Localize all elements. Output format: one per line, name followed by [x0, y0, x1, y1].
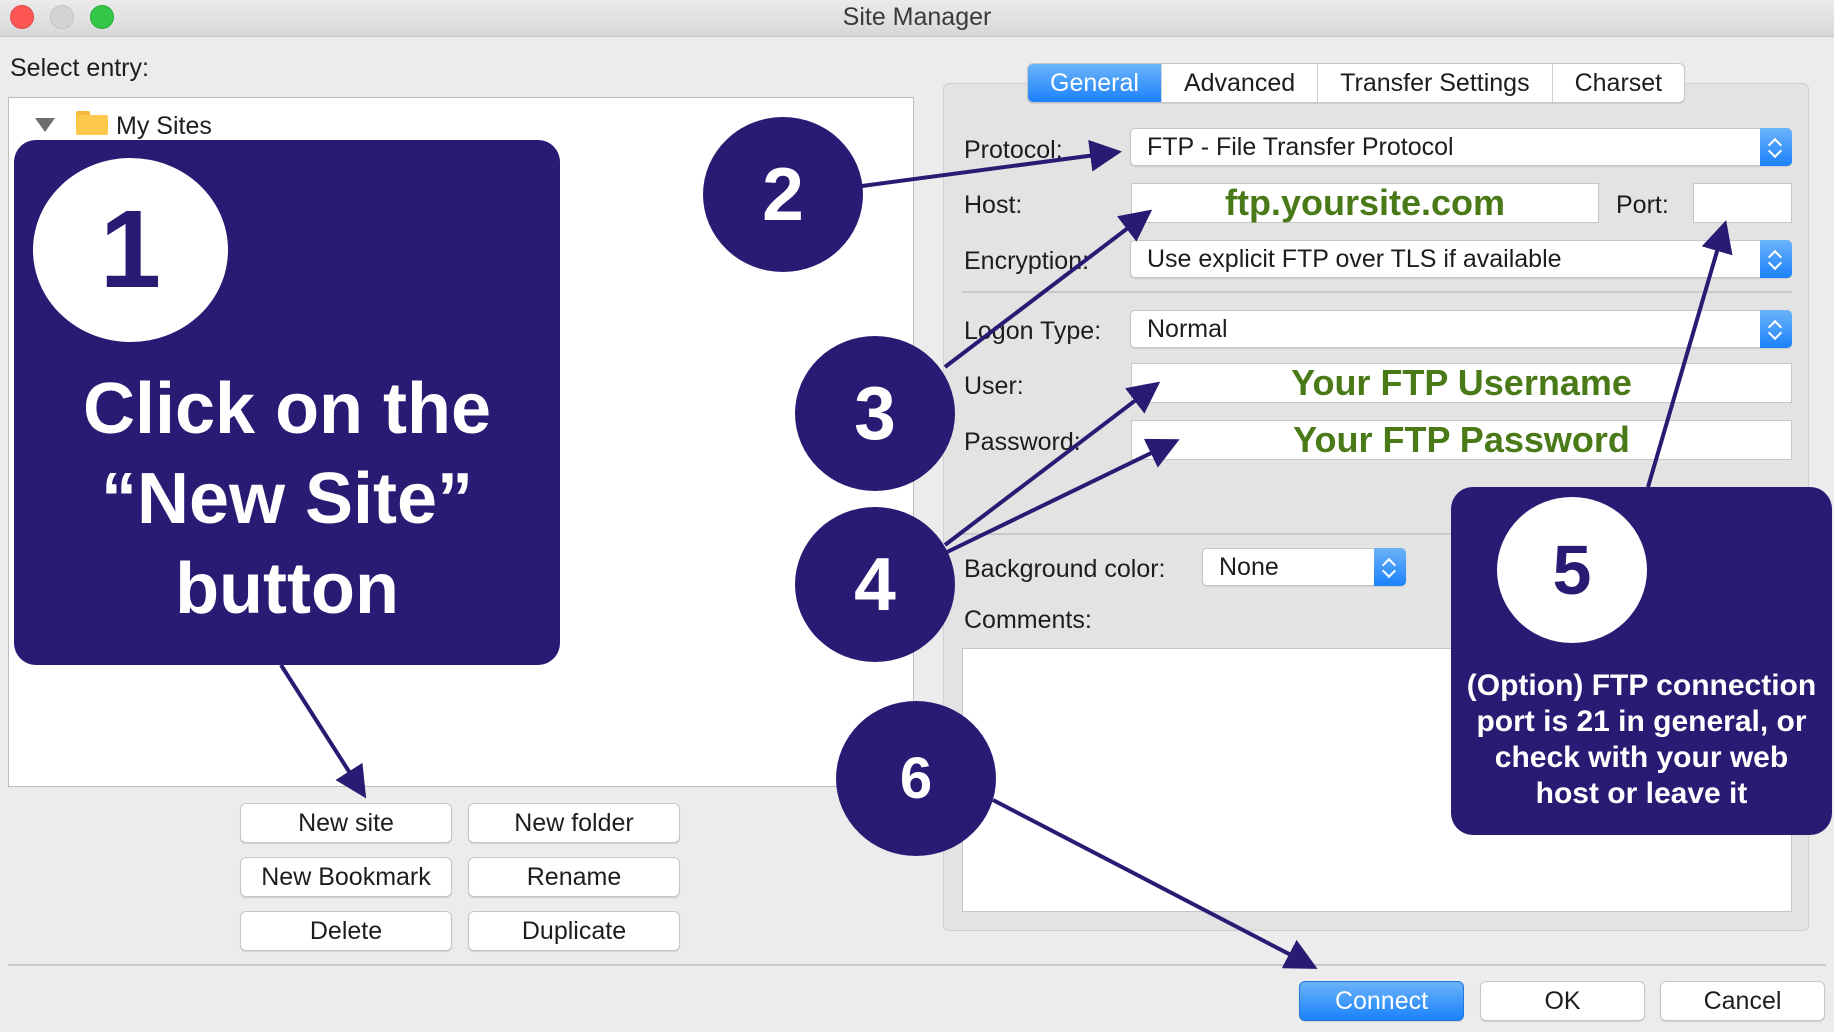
tab-transfer-settings[interactable]: Transfer Settings: [1318, 64, 1553, 102]
protocol-label: Protocol:: [964, 136, 1063, 164]
arrow-to-connect: [992, 798, 1318, 969]
duplicate-button[interactable]: Duplicate: [468, 911, 680, 951]
chevron-updown-icon: [1760, 240, 1792, 278]
logon-type-value: Normal: [1147, 315, 1228, 343]
disclosure-triangle-icon[interactable]: [35, 118, 55, 132]
background-color-select[interactable]: None: [1202, 548, 1406, 586]
logon-type-label: Logon Type:: [964, 317, 1102, 345]
new-bookmark-button[interactable]: New Bookmark: [240, 857, 452, 897]
comments-label: Comments:: [964, 606, 1092, 634]
password-label: Password:: [964, 428, 1081, 456]
logon-type-select[interactable]: Normal: [1130, 310, 1792, 348]
ok-button[interactable]: OK: [1480, 981, 1645, 1021]
maximize-window-button[interactable]: [90, 5, 114, 29]
step1-number: 1: [33, 158, 228, 342]
window-title: Site Manager: [842, 3, 992, 31]
step4-number: 4: [795, 507, 955, 662]
select-entry-label: Select entry:: [10, 54, 149, 82]
folder-icon: [76, 111, 108, 135]
tab-advanced[interactable]: Advanced: [1162, 64, 1319, 102]
user-label: User:: [964, 372, 1024, 400]
arrow-to-port: [1646, 220, 1733, 488]
encryption-select[interactable]: Use explicit FTP over TLS if available: [1130, 240, 1792, 278]
tab-general[interactable]: General: [1028, 64, 1162, 102]
new-site-button[interactable]: New site: [240, 803, 452, 843]
new-folder-button[interactable]: New folder: [468, 803, 680, 843]
host-label: Host:: [964, 191, 1023, 219]
step3-number: 3: [795, 336, 955, 491]
divider: [962, 291, 1792, 293]
settings-tabs: General Advanced Transfer Settings Chars…: [1027, 63, 1686, 103]
step1-text: Click on the “New Site” button: [82, 369, 492, 629]
arrow-to-new-site: [279, 663, 367, 799]
connect-button[interactable]: Connect: [1299, 981, 1464, 1021]
divider: [8, 964, 1826, 966]
tree-item-my-sites[interactable]: My Sites: [116, 112, 212, 140]
encryption-label: Encryption:: [964, 247, 1090, 275]
step5-number: 5: [1497, 497, 1647, 643]
password-input[interactable]: Your FTP Password: [1131, 420, 1792, 460]
port-label: Port:: [1616, 191, 1669, 219]
delete-button[interactable]: Delete: [240, 911, 452, 951]
rename-button[interactable]: Rename: [468, 857, 680, 897]
protocol-value: FTP - File Transfer Protocol: [1147, 133, 1454, 161]
arrow-to-password: [944, 438, 1180, 555]
close-window-button[interactable]: [10, 5, 34, 29]
background-color-label: Background color:: [964, 555, 1166, 583]
chevron-updown-icon: [1760, 128, 1792, 166]
tab-charset[interactable]: Charset: [1574, 69, 1663, 97]
title-bar: Site Manager: [0, 0, 1834, 37]
step2-number: 2: [703, 117, 863, 272]
arrow-to-user: [943, 381, 1161, 547]
host-input[interactable]: ftp.yoursite.com: [1131, 183, 1599, 223]
background-color-value: None: [1219, 553, 1279, 581]
minimize-window-button[interactable]: [50, 5, 74, 29]
chevron-updown-icon: [1760, 310, 1792, 348]
arrow-to-protocol: [861, 139, 1122, 188]
protocol-select[interactable]: FTP - File Transfer Protocol: [1130, 128, 1792, 166]
step5-text: (Option) FTP connection port is 21 in ge…: [1466, 669, 1817, 810]
arrow-to-host: [943, 209, 1153, 369]
chevron-updown-icon: [1374, 548, 1406, 586]
step6-number: 6: [836, 701, 996, 856]
cancel-button[interactable]: Cancel: [1660, 981, 1825, 1021]
divider: [962, 533, 1452, 535]
encryption-value: Use explicit FTP over TLS if available: [1147, 245, 1562, 273]
port-input[interactable]: [1693, 183, 1792, 223]
